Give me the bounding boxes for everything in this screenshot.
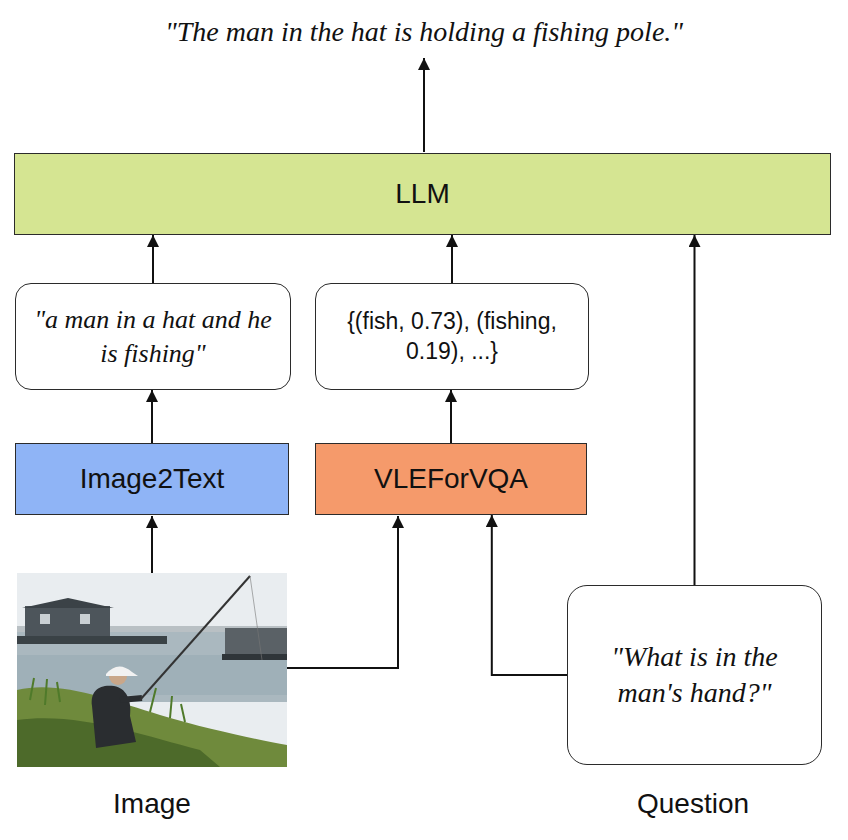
flow-arrow (492, 515, 567, 675)
flow-arrow (151, 390, 153, 443)
flow-arrow (451, 235, 453, 283)
node-text: VLEForVQA (374, 461, 528, 497)
flow-arrow (152, 235, 154, 283)
node-text: LLM (395, 176, 449, 212)
flow-arrow (450, 390, 452, 443)
model-box: LLM (14, 153, 831, 235)
question-box: "What is in the man's hand?" (567, 585, 822, 765)
image-arrow (287, 516, 398, 668)
output-arrow (423, 58, 425, 152)
node-text: {(fish, 0.73), (fishing, 0.19), ...} (326, 307, 578, 367)
node-text: Image2Text (80, 461, 225, 497)
image-arrow (151, 516, 153, 573)
input-label: Image (113, 788, 191, 820)
answer-box: {(fish, 0.73), (fishing, 0.19), ...} (315, 283, 589, 390)
node-text: "What is in the man's hand?" (578, 639, 811, 712)
flow-arrow (694, 235, 696, 585)
output-text: "The man in the hat is holding a fishing… (165, 16, 683, 48)
input-label: Question (637, 788, 749, 820)
process-box: VLEForVQA (315, 443, 587, 515)
caption-box: "a man in a hat and he is fishing" (15, 283, 291, 390)
node-text: "a man in a hat and he is fishing" (26, 303, 280, 371)
process-box: Image2Text (15, 443, 289, 515)
